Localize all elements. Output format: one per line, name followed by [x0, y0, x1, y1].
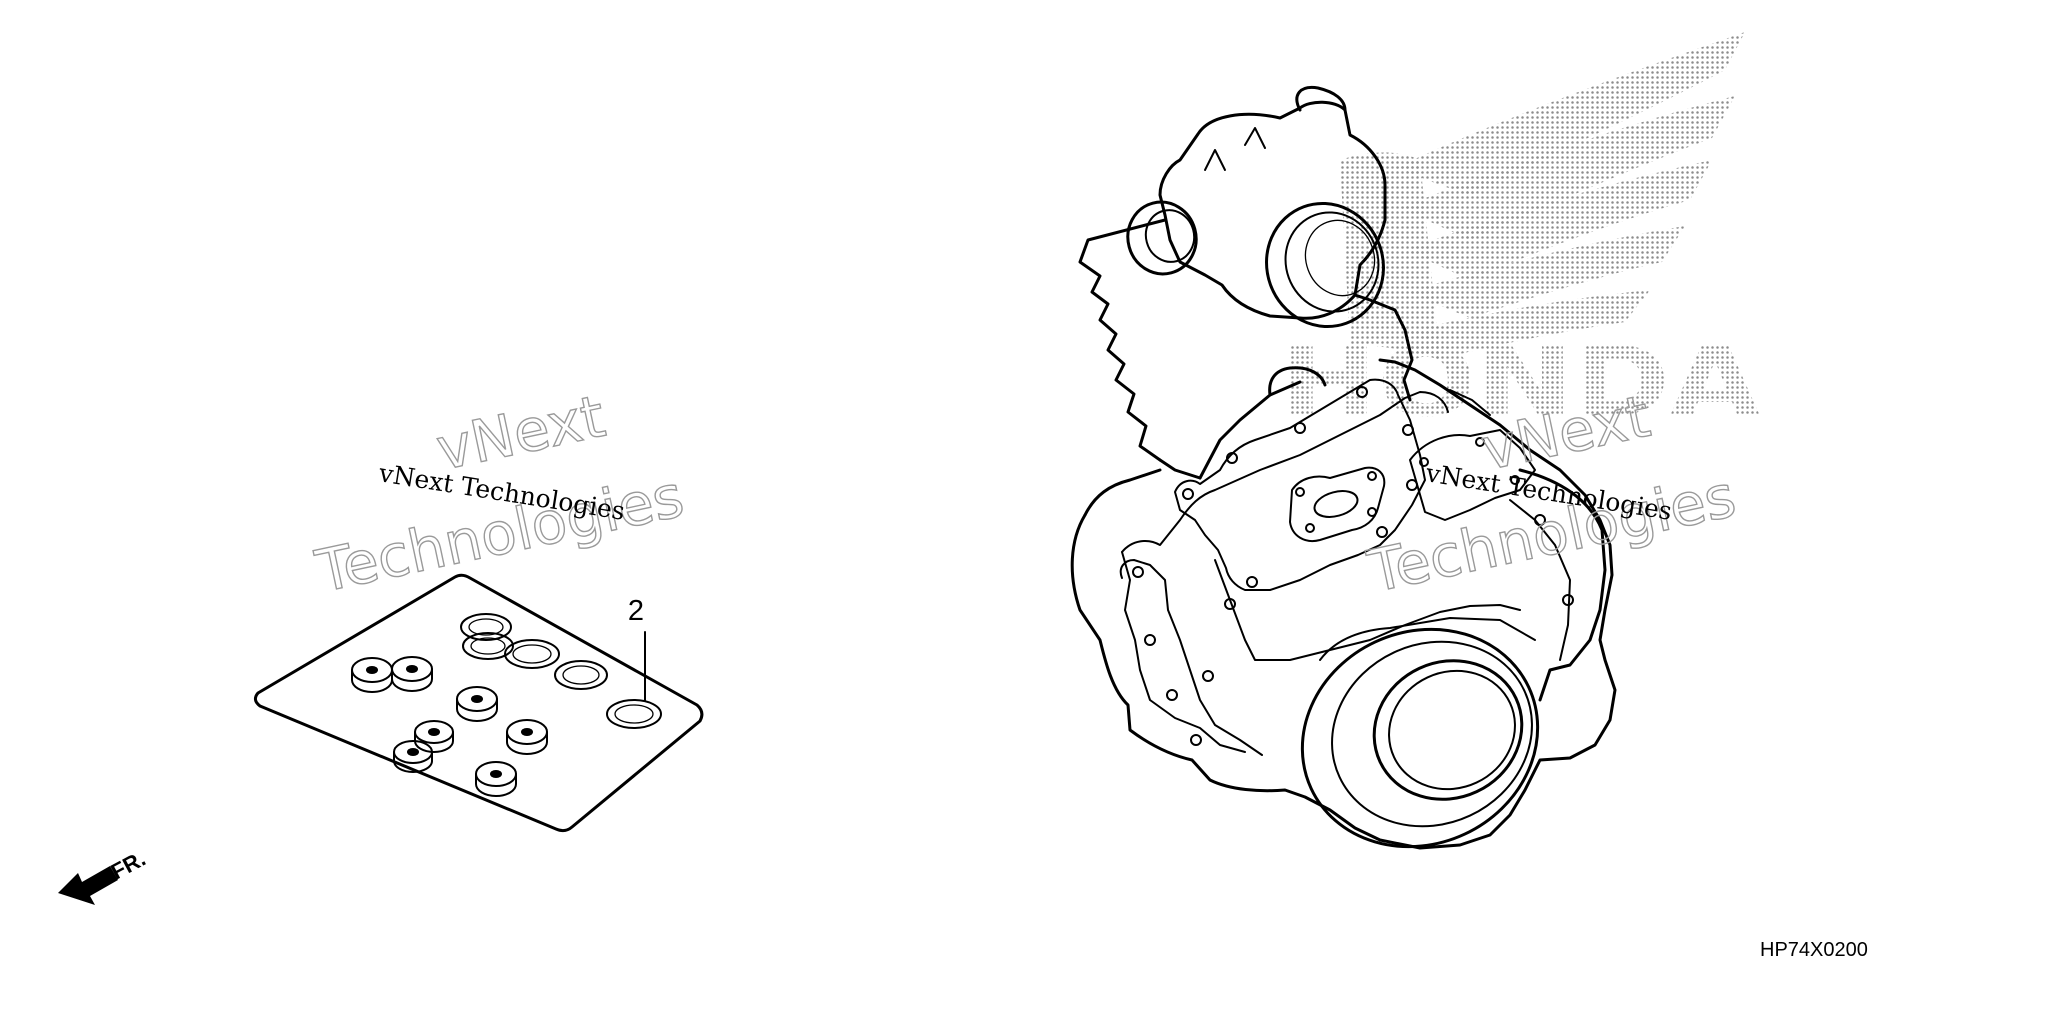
brand-logo-word: HONDA — [1280, 326, 1760, 438]
diagram-code: HP74X0200 — [1760, 939, 1868, 961]
sealing-washer — [391, 656, 433, 692]
o-ring — [606, 699, 662, 729]
o-ring — [462, 632, 514, 660]
arrow-left-icon — [58, 866, 118, 905]
sealing-washer — [456, 686, 498, 722]
part-number-label[interactable]: 2 — [628, 595, 644, 627]
engine-assembly — [1070, 85, 1617, 850]
front-direction-indicator: FR. — [58, 846, 150, 905]
sealing-washer — [506, 719, 548, 755]
sealing-washer — [414, 720, 454, 753]
watermark-left: vNext Technologies vNext Technologies — [309, 381, 690, 606]
o-ring — [460, 613, 512, 641]
watermark-outline-word: vNext — [431, 382, 611, 484]
o-ring-group — [460, 613, 662, 729]
honda-wing-logo: HONDA — [1280, 32, 1760, 438]
seal-washer-group — [351, 656, 548, 797]
o-ring — [554, 660, 608, 690]
sealing-washer — [393, 740, 433, 773]
sealing-washer — [475, 761, 517, 797]
part-callout[interactable]: 2 — [628, 595, 646, 701]
o-ring — [504, 639, 560, 669]
sealing-washer — [351, 657, 393, 693]
gasket-kit-bag — [253, 573, 704, 833]
